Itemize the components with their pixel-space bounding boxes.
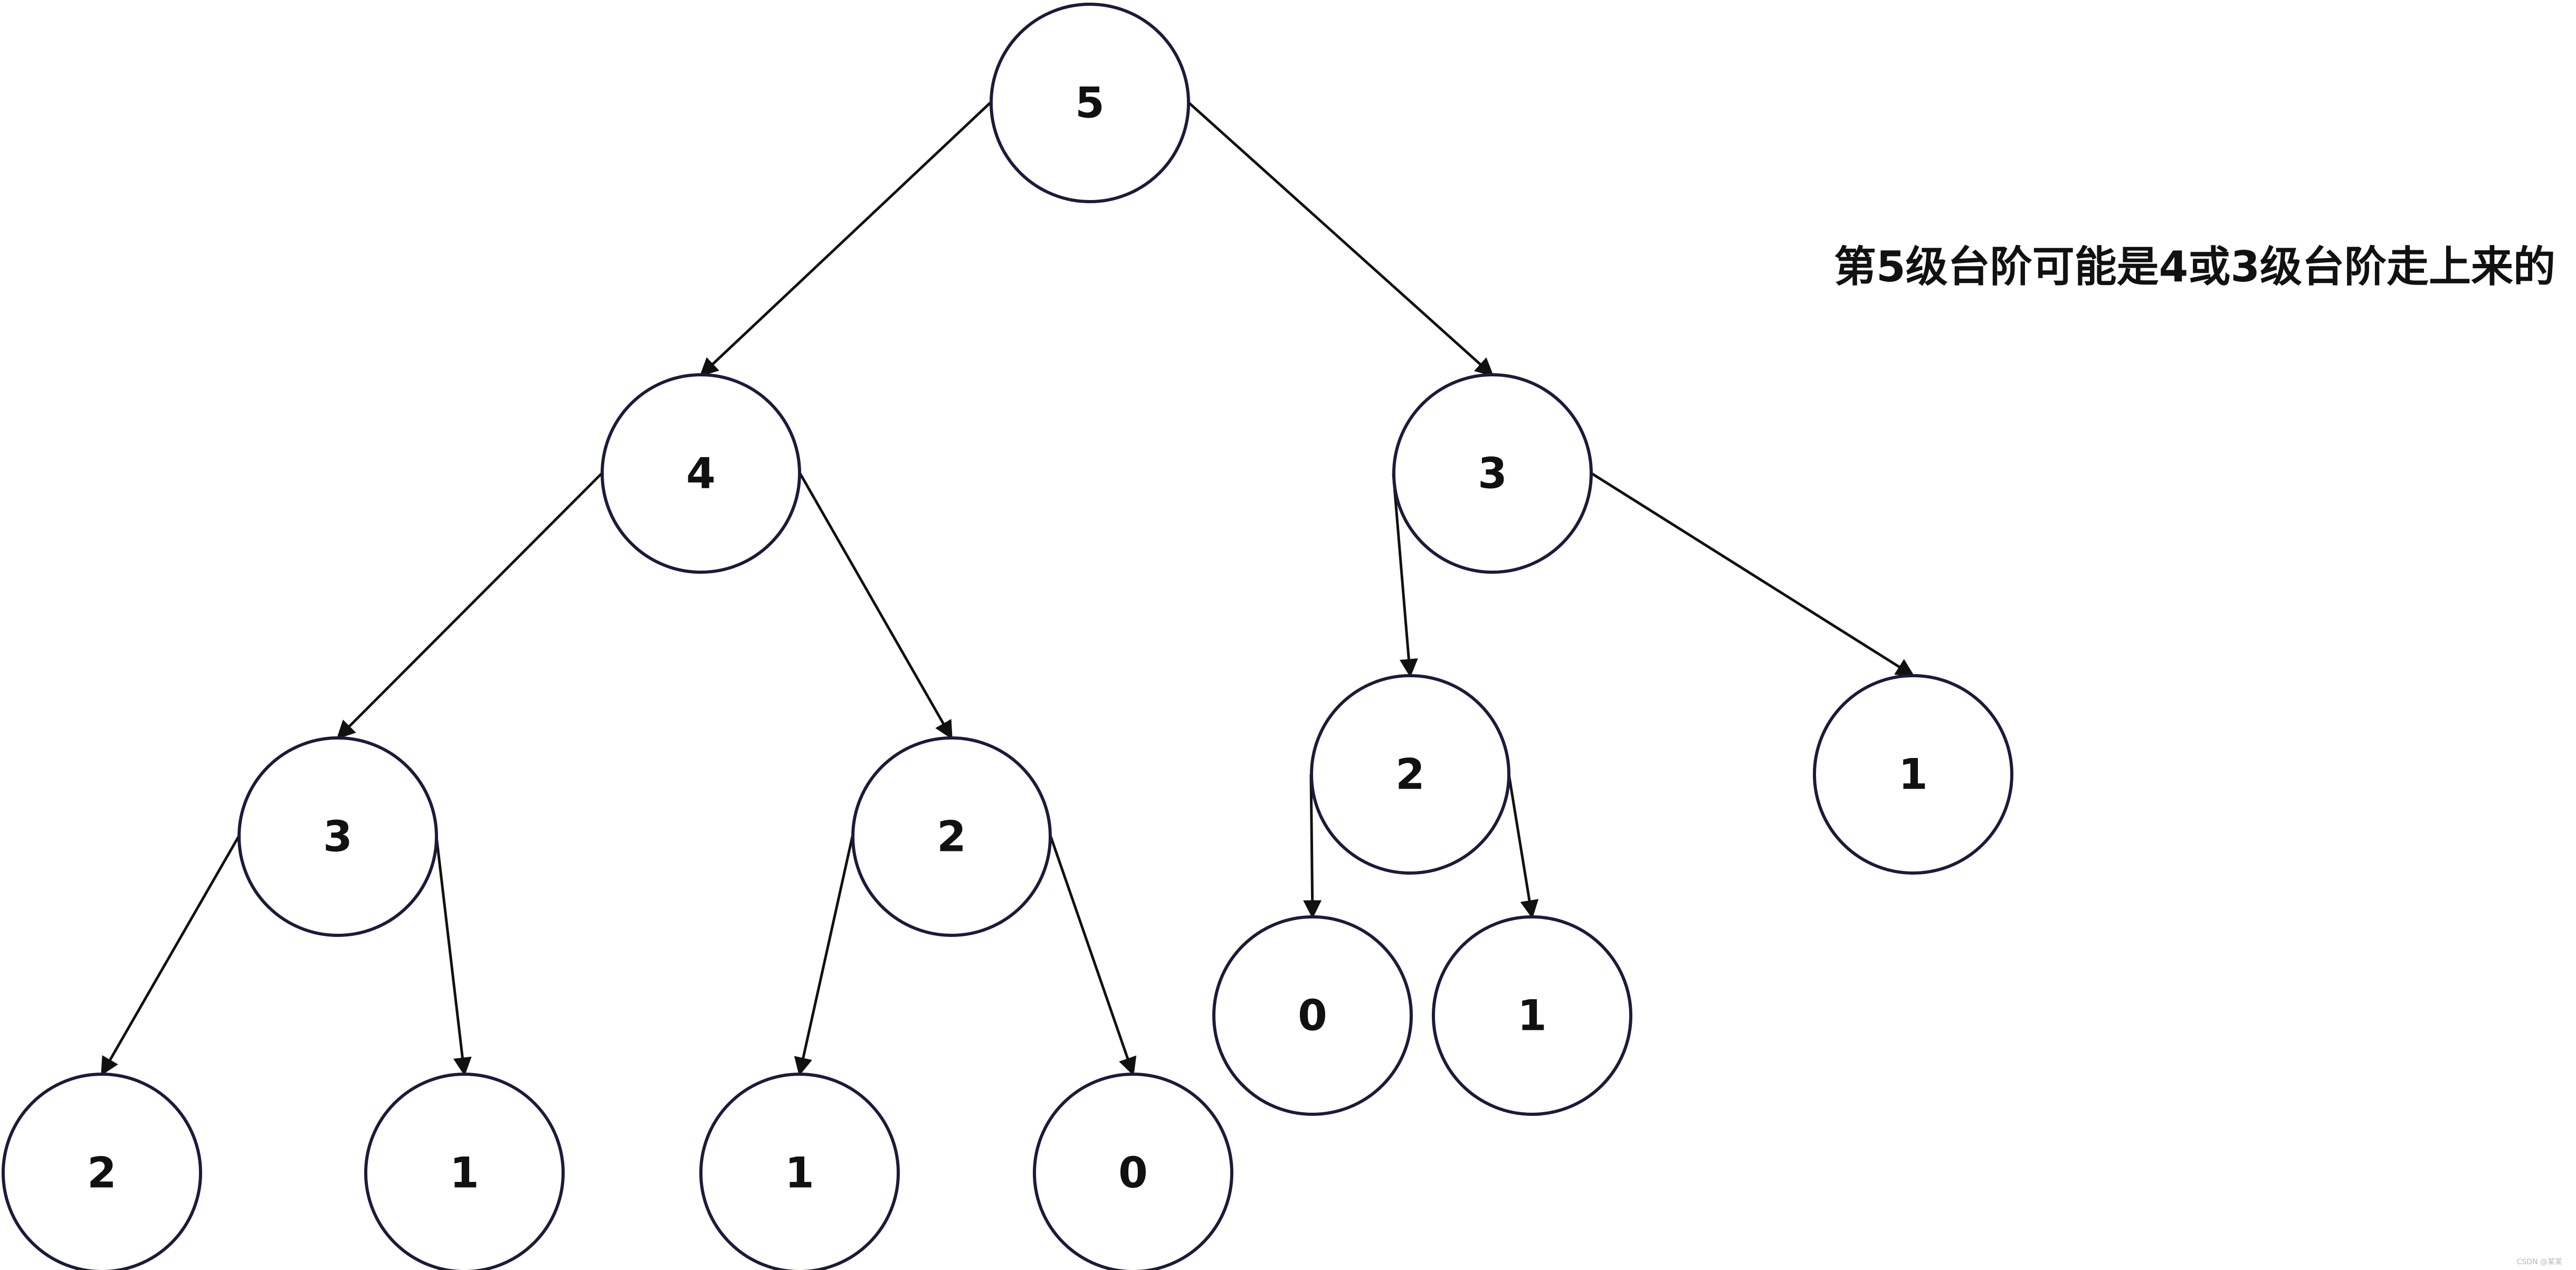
node-circle: [237, 736, 438, 937]
edge-arrow-n2r-to-n1rr: [1507, 774, 1539, 919]
node-circle: [1033, 1073, 1233, 1270]
node-label: 0: [1298, 991, 1327, 1040]
edge-arrow-n3r-to-n2r: [1392, 473, 1418, 678]
edge-arrow-n2m-to-n1mm: [794, 836, 854, 1076]
node-label: 2: [937, 812, 966, 861]
node-label: 2: [87, 1149, 117, 1198]
node-label: 4: [686, 449, 716, 498]
tree-node-n4: 4: [601, 373, 801, 574]
node-circle: [1432, 915, 1632, 1116]
tree-node-n2ll: 2: [2, 1073, 202, 1270]
node-circle: [364, 1073, 565, 1270]
edge-arrow-n2m-to-n0mm: [1049, 836, 1137, 1076]
watermark-text: CSDN @某某: [2517, 1258, 2562, 1266]
node-circle: [990, 3, 1190, 203]
node-label: 3: [323, 812, 353, 861]
edges-layer: [100, 102, 1915, 1076]
node-circle: [1212, 915, 1413, 1116]
node-label: 1: [450, 1149, 479, 1198]
edge-arrow-n3r-to-n1r: [1591, 472, 1915, 677]
tree-node-n5: 5: [990, 3, 1190, 203]
edge-arrow-n3l-to-n1ll: [435, 836, 472, 1076]
node-label: 0: [1118, 1149, 1148, 1198]
node-circle: [601, 373, 801, 574]
node-circle: [1813, 674, 2013, 875]
node-circle: [1392, 373, 1593, 574]
node-circle: [699, 1073, 900, 1270]
edge-arrow-n4-to-n2m: [799, 472, 953, 740]
edge-arrow-n2r-to-n0rr: [1303, 774, 1322, 919]
nodes-layer: 5 4 3 3 2 2 1 2 1 1 0 0 1: [2, 3, 2013, 1270]
node-label: 2: [1395, 750, 1425, 799]
tree-node-n0rr: 0: [1212, 915, 1413, 1116]
tree-node-n1r: 1: [1813, 674, 2013, 875]
tree-node-n1mm: 1: [699, 1073, 900, 1270]
edge-arrow-n5-to-n4: [699, 102, 991, 377]
edge-arrow-n4-to-n3l: [336, 472, 603, 740]
node-label: 1: [785, 1149, 814, 1198]
node-label: 3: [1478, 449, 1507, 498]
tree-node-n0mm: 0: [1033, 1073, 1233, 1270]
diagram-caption: 第5级台阶可能是4或3级台阶走上来的: [1834, 242, 2555, 291]
node-circle: [851, 736, 1052, 937]
node-circle: [2, 1073, 202, 1270]
node-label: 5: [1075, 79, 1105, 128]
tree-node-n1ll: 1: [364, 1073, 565, 1270]
node-circle: [1310, 674, 1510, 875]
tree-node-n1rr: 1: [1432, 915, 1632, 1116]
edge-arrow-n3l-to-n2ll: [100, 836, 240, 1076]
tree-node-n3l: 3: [237, 736, 438, 937]
tree-node-n3r: 3: [1392, 373, 1593, 574]
node-label: 1: [1517, 991, 1547, 1040]
tree-node-n2m: 2: [851, 736, 1052, 937]
node-label: 1: [1898, 750, 1928, 799]
edge-arrow-n5-to-n3r: [1188, 102, 1494, 377]
tree-node-n2r: 2: [1310, 674, 1510, 875]
